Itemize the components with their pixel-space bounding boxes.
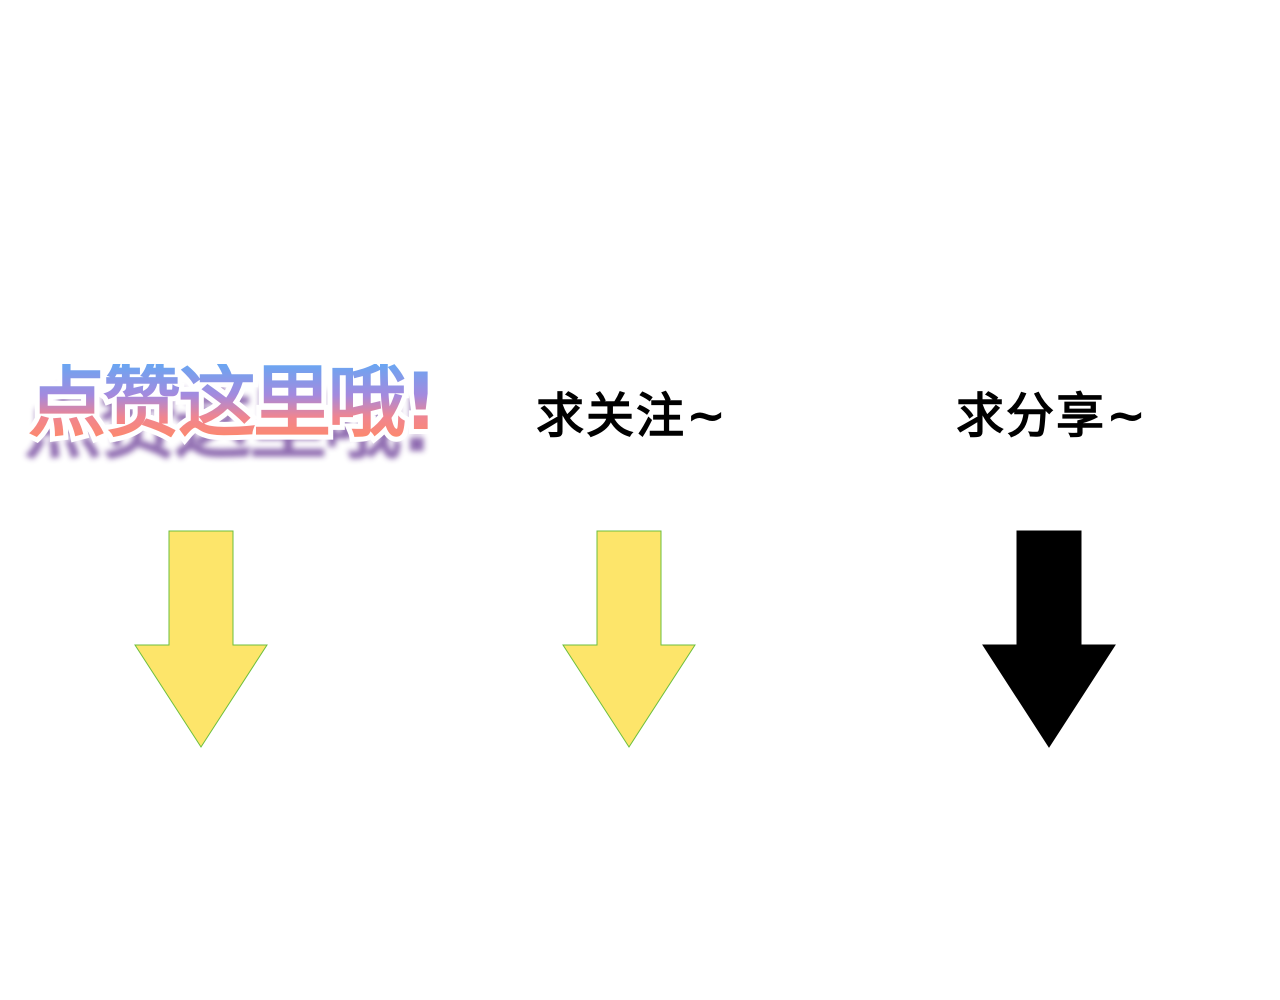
- down-arrow-share-svg: [982, 530, 1116, 748]
- like-banner-outline: 点赞这里哦!: [23, 359, 444, 447]
- down-arrow-icon: [981, 530, 1117, 750]
- down-arrow-follow-svg: [562, 530, 696, 748]
- down-arrow-follow-shape: [562, 530, 696, 748]
- down-arrow-like-shape: [134, 530, 268, 748]
- down-arrow-icon: [133, 530, 269, 750]
- follow-caption[interactable]: 求关注~: [536, 388, 729, 444]
- down-arrow-share-shape: [982, 530, 1116, 748]
- like-banner-text[interactable]: 点赞这里哦!: [28, 358, 439, 448]
- down-arrow-icon: [561, 530, 697, 750]
- share-caption[interactable]: 求分享~: [956, 388, 1149, 444]
- like-banner[interactable]: 点赞这里哦! 点赞这里哦! 点赞这里哦!: [18, 352, 478, 502]
- like-banner-shadow: 点赞这里哦!: [24, 386, 435, 464]
- down-arrow-like-svg: [134, 530, 268, 748]
